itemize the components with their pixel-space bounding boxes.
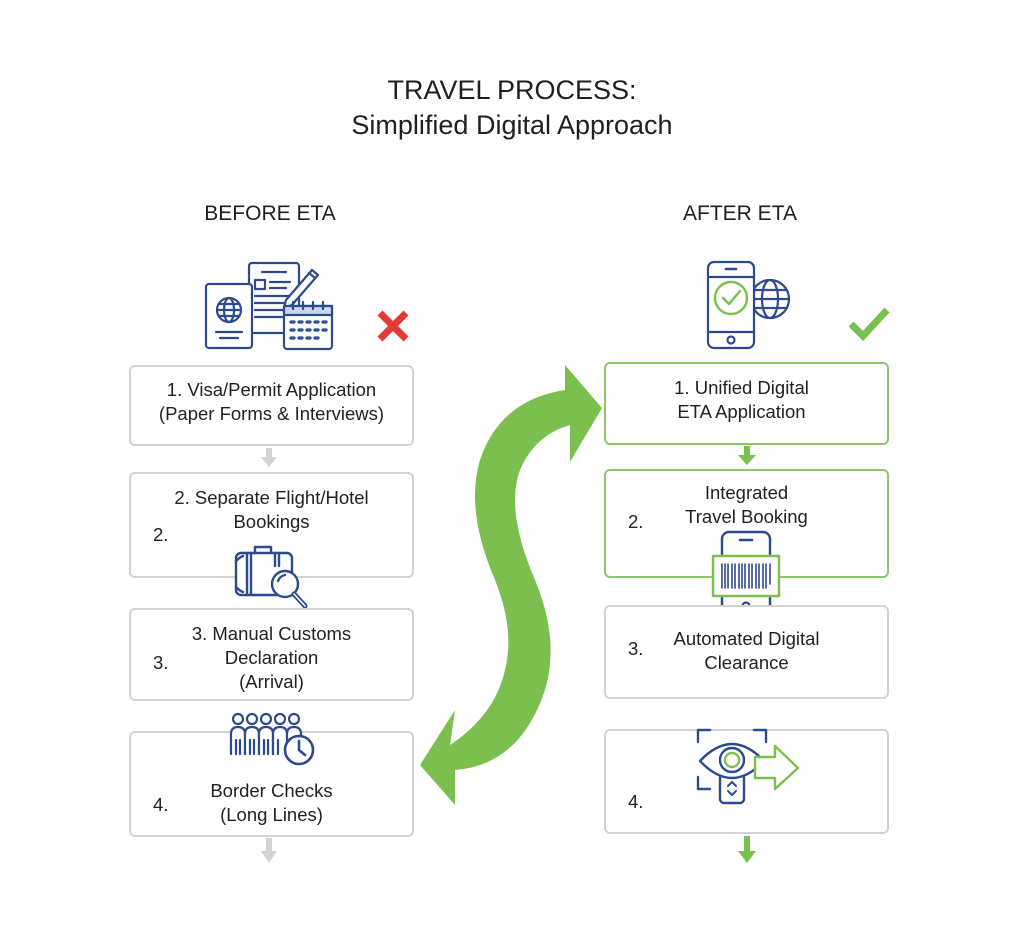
after-step-2-number: 2. [628, 511, 644, 532]
before-step-2-number: 2. [153, 524, 169, 545]
before-step-4-number: 4. [153, 794, 169, 815]
green-down-arrow-icon [738, 446, 756, 465]
title-line-1: TRAVEL PROCESS: [387, 75, 637, 105]
s-curve-double-arrow-icon [420, 365, 602, 805]
after-step-4-number: 4. [628, 791, 644, 812]
before-step-1: 1. Visa/Permit Application (Paper Forms … [129, 365, 414, 446]
before-heading: BEFORE ETA [204, 202, 336, 225]
after-step-1: 1. Unified Digital ETA Application [604, 362, 889, 445]
after-heading: AFTER ETA [683, 202, 797, 225]
after-step-3: Automated Digital Clearance 3. [604, 605, 889, 699]
eye-scan-exit-icon [696, 728, 800, 805]
before-step-4-text: Border Checks (Long Lines) [210, 780, 333, 825]
suitcase-search-icon [234, 545, 308, 609]
before-step-2-text: 2. Separate Flight/Hotel Bookings [174, 487, 369, 532]
phone-barcode-icon [711, 530, 781, 618]
before-step-1-text: 1. Visa/Permit Application (Paper Forms … [158, 379, 385, 424]
phone-check-globe-icon [706, 260, 791, 350]
before-step-3-number: 3. [153, 652, 169, 673]
after-step-3-text: Automated Digital Clearance [673, 628, 820, 673]
after-step-2-text: Integrated Travel Booking [685, 482, 808, 527]
gray-down-arrow-icon [261, 448, 277, 467]
green-check-icon [848, 307, 890, 342]
before-step-3: 3. Manual Customs Declaration (Arrival) … [129, 608, 414, 701]
after-step-1-text: 1. Unified Digital ETA Application [674, 377, 809, 422]
red-x-icon [377, 310, 409, 342]
queue-clock-icon [229, 712, 315, 766]
gray-down-arrow-icon [261, 838, 277, 863]
documents-passport-calendar-icon [204, 261, 334, 351]
before-step-3-text: 3. Manual Customs Declaration (Arrival) [191, 623, 352, 692]
after-step-3-number: 3. [628, 638, 644, 659]
green-down-arrow-icon [738, 836, 756, 863]
title-line-2: Simplified Digital Approach [351, 110, 673, 140]
